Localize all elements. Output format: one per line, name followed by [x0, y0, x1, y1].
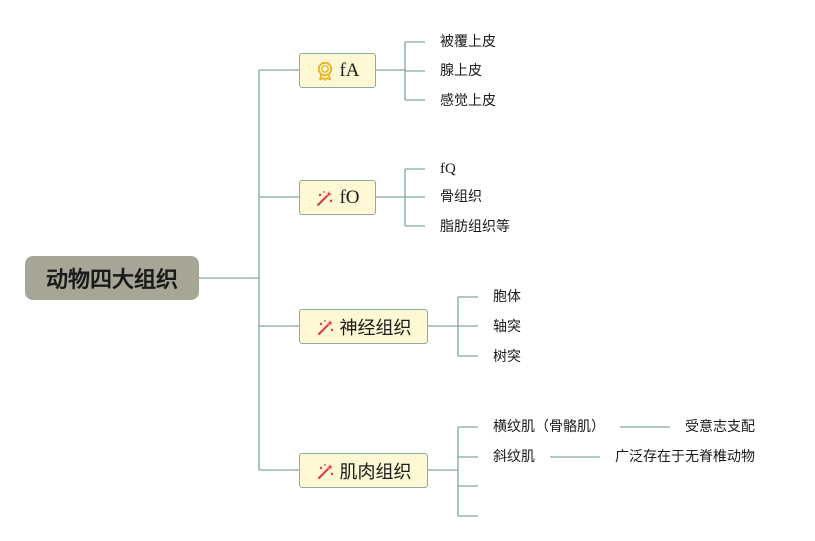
leaf-node[interactable]: fQ: [440, 161, 456, 177]
branch-label-1: fA: [339, 59, 360, 81]
leaf-node[interactable]: 被覆上皮: [440, 34, 496, 50]
leaf-node[interactable]: 横纹肌（骨骼肌）: [493, 419, 605, 435]
branch-label-2: fO: [339, 186, 360, 208]
leaf-node[interactable]: 腺上皮: [440, 63, 482, 79]
branch-node-2[interactable]: fO: [299, 180, 376, 215]
sparkle-wand-icon: [316, 317, 336, 337]
leaf-node[interactable]: 胞体: [493, 289, 521, 305]
sparkle-wand-icon: [316, 461, 336, 481]
root-node[interactable]: 动物四大组织: [25, 256, 199, 300]
branch-label-3: 神经组织: [339, 317, 412, 339]
sparkle-wand-icon: [315, 188, 335, 208]
branch-node-1[interactable]: fA: [299, 53, 376, 88]
branch-node-3[interactable]: 神经组织: [299, 309, 428, 344]
branch-label-4: 肌肉组织: [339, 461, 412, 483]
leaf-node-empty[interactable]: [493, 508, 513, 524]
leaf-node[interactable]: 轴突: [493, 319, 521, 335]
branch-node-4[interactable]: 肌肉组织: [299, 453, 428, 488]
leaf-node[interactable]: 感觉上皮: [440, 93, 496, 109]
award-icon: [315, 61, 335, 81]
leaf-node[interactable]: 脂肪组织等: [440, 219, 510, 235]
leaf-node[interactable]: 树突: [493, 349, 521, 365]
leaf-node[interactable]: 骨组织: [440, 189, 482, 205]
root-label: 动物四大组织: [45, 268, 178, 293]
leaf-node-empty[interactable]: [493, 478, 513, 494]
leaf-node[interactable]: 斜纹肌: [493, 449, 535, 465]
leaf-note[interactable]: 受意志支配: [685, 419, 755, 435]
leaf-note[interactable]: 广泛存在于无脊椎动物: [615, 449, 755, 465]
